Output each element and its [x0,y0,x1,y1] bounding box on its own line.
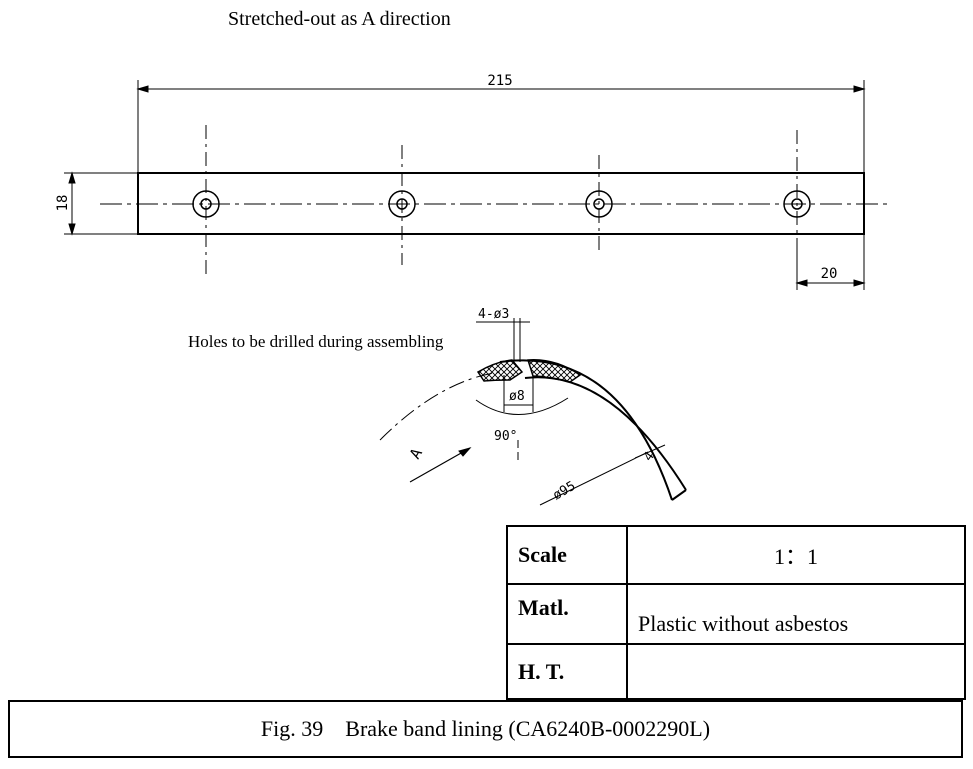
title-block-key: H. T. [506,643,628,700]
title-block-key: Scale [506,525,628,585]
drawing-heading: Stretched-out as A direction [228,8,451,30]
assembly-note: Holes to be drilled during assembling [188,332,444,351]
reference-arc [379,371,501,441]
angle-label: 90° [494,429,517,444]
title-block: Scale 1：1 Matl. Plastic without asbestos… [506,525,966,700]
title-block-key: Matl. [506,583,628,645]
lining-hatched [476,359,524,382]
hole-2 [388,145,416,265]
hole-1 [192,125,220,276]
title-block-value: 1：1 [626,525,966,585]
diameter-leader [539,451,649,506]
counterbore-label: ø8 [509,389,525,404]
hole-4 [783,130,811,255]
dimension-length [136,80,866,173]
angle-arc [475,397,569,415]
title-block-value [626,643,966,700]
title-block-value: Plastic without asbestos [626,583,966,645]
view-label: A [406,445,426,462]
section-view [379,318,687,506]
top-view-strip [100,125,890,276]
dim-length-label: 215 [487,73,512,89]
diameter-label: ø95 [551,479,579,504]
dim-width-label: 18 [55,195,71,212]
figure-caption-text: Fig. 39 Brake band lining (CA6240B-00022… [260,716,711,741]
hole-3 [585,155,613,255]
lining-hatched-right [527,359,582,383]
dimension-end-offset [795,234,866,290]
dimension-width [64,171,138,236]
figure-caption: Fig. 39 Brake band lining (CA6240B-00022… [8,700,963,758]
dim-end-offset-label: 20 [821,266,838,282]
technical-drawing: 215 18 20 [55,73,890,506]
holes-label: 4-ø3 [478,307,509,322]
band-outer-arc [499,359,673,501]
view-arrow [409,447,471,483]
